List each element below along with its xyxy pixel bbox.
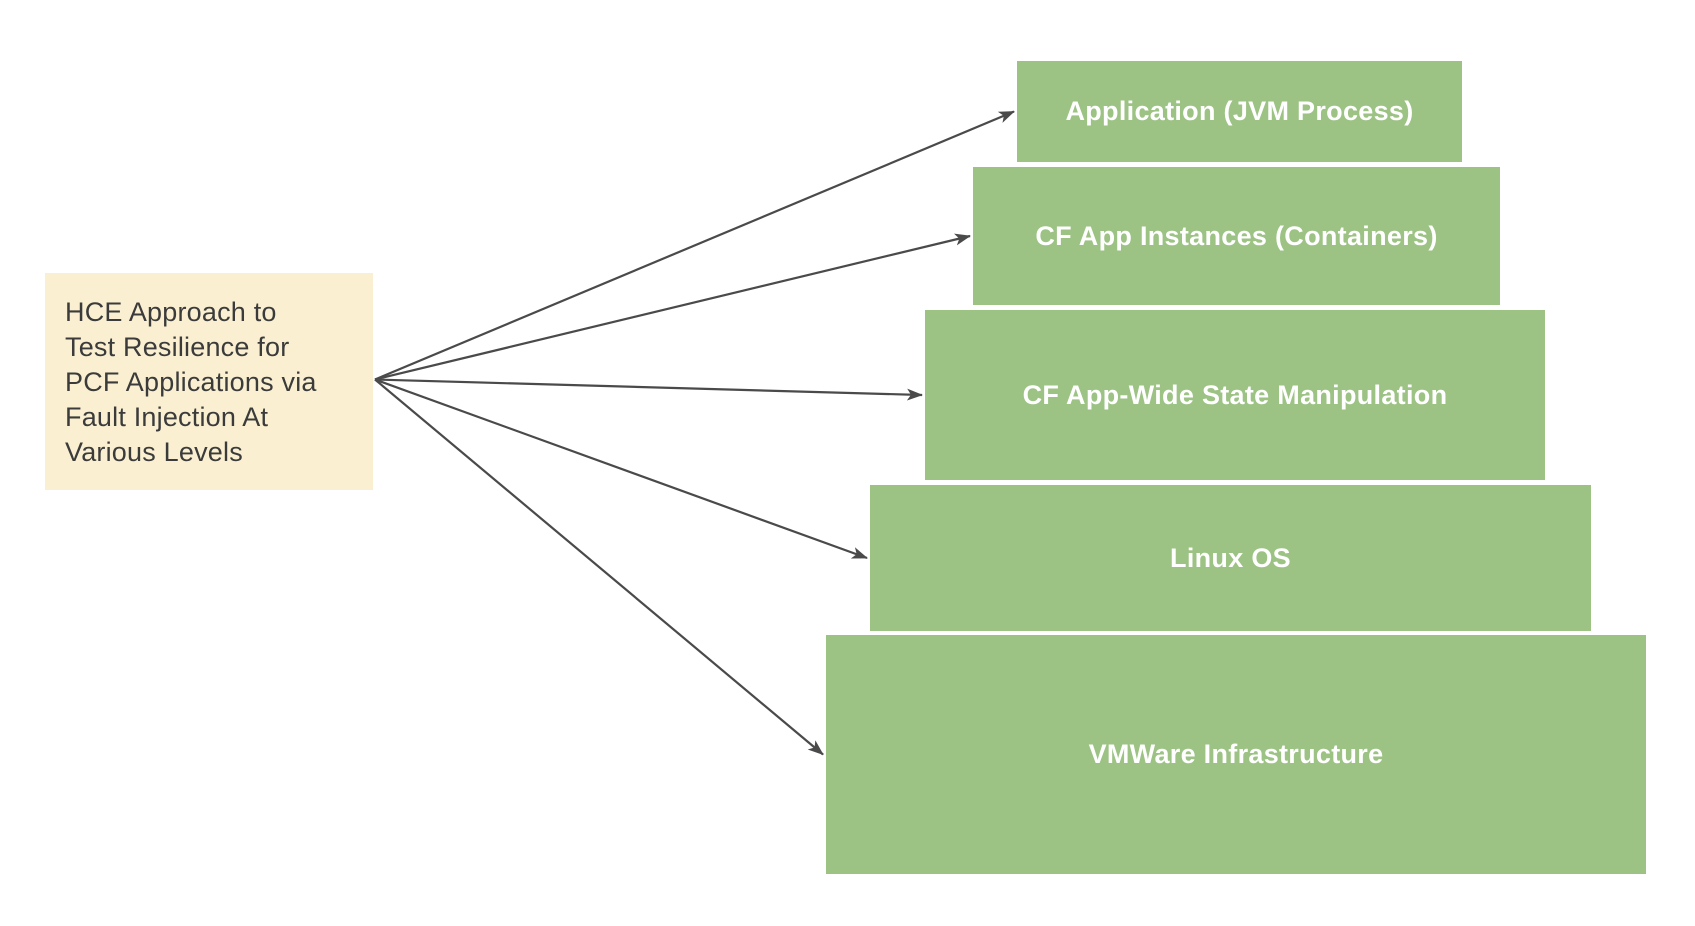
connector-arrow-level-0 <box>374 110 1015 381</box>
level-label-application: Application (JVM Process) <box>1065 96 1414 126</box>
level-label-linux-os: Linux OS <box>1170 542 1291 573</box>
level-box-vmware-infrastructure: VMWare Infrastructure <box>826 635 1646 874</box>
level-box-linux-os: Linux OS <box>870 485 1591 631</box>
level-label-cf-app-instances: CF App Instances (Containers) <box>1035 220 1438 251</box>
level-box-cf-app-instances: CF App Instances (Containers) <box>973 167 1500 305</box>
level-box-cf-app-wide-state: CF App-Wide State Manipulation <box>925 310 1545 480</box>
callout-text: HCE Approach to Test Resilience for PCF … <box>65 297 317 467</box>
connector-arrow-level-1 <box>374 233 971 381</box>
connector-arrow-level-3 <box>374 378 868 560</box>
level-label-cf-app-wide-state: CF App-Wide State Manipulation <box>1022 379 1448 410</box>
callout-note: HCE Approach to Test Resilience for PCF … <box>45 273 373 490</box>
connector-arrow-level-2 <box>374 378 923 401</box>
connector-arrow-level-4 <box>374 378 824 756</box>
level-box-application: Application (JVM Process) <box>1017 61 1462 162</box>
level-label-vmware-infrastructure: VMWare Infrastructure <box>1088 739 1384 769</box>
